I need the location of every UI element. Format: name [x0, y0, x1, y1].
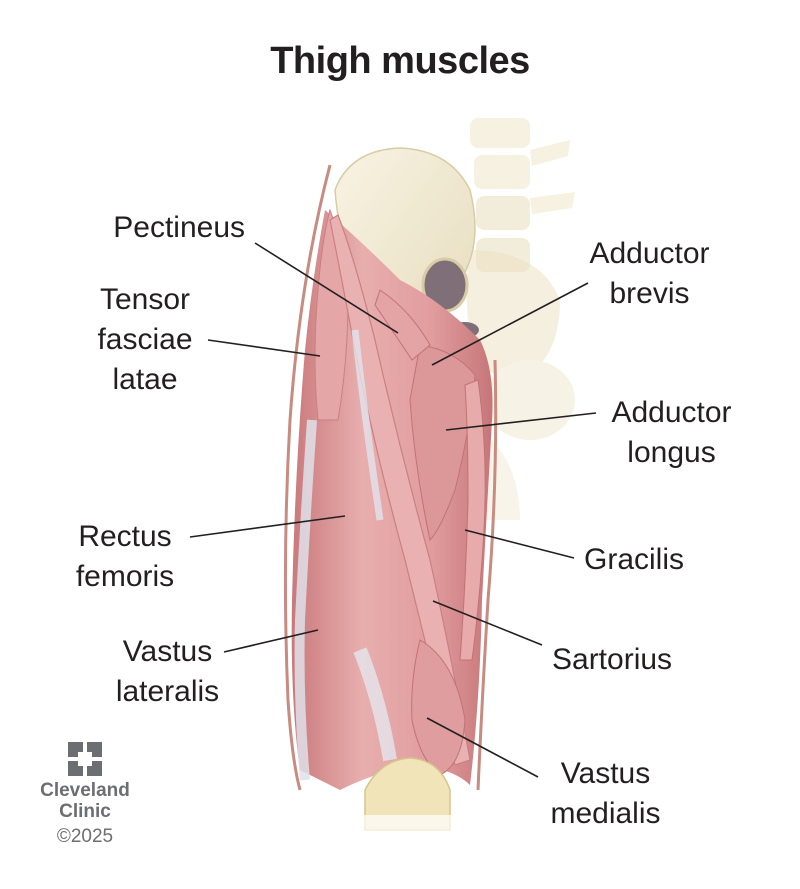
logo-line-1: Cleveland: [40, 780, 130, 801]
label-vastus-lateralis: Vastus lateralis: [115, 635, 220, 708]
adductor-brevis-leader: [431, 282, 589, 366]
adductor-longus-muscle: [409, 344, 476, 542]
sartorius-leader: [432, 600, 543, 646]
pectineus-leader: [254, 242, 399, 334]
skin-outline-left: [283, 164, 332, 791]
rectus-femoris-tendon: [351, 329, 384, 521]
label-rectus-femoris: Rectus femoris: [75, 520, 175, 593]
iliotibial-band: [294, 419, 317, 781]
page-title: Thigh muscles: [270, 40, 530, 82]
adductor-longus-leader: [445, 412, 597, 431]
cleveland-clinic-logo: Cleveland Clinic ©2025: [30, 742, 140, 848]
label-adductor-longus: Adductor longus: [611, 396, 732, 469]
leader-lines: [189, 242, 597, 778]
rectus-femoris-leader: [189, 515, 346, 538]
pectineus-muscle: [374, 289, 431, 361]
label-tensor-fasciae-latae: Tensor fasciae latae: [97, 283, 193, 396]
gracilis-muscle: [459, 379, 486, 661]
copyright: ©2025: [56, 826, 114, 847]
vastus-medialis-leader: [426, 717, 539, 778]
spine: [470, 118, 575, 272]
label-pectineus: Pectineus: [113, 211, 245, 244]
label-gracilis: Gracilis: [584, 543, 685, 576]
label-vastus-medialis: Vastus medialis: [550, 757, 661, 830]
gracilis-leader: [464, 529, 575, 559]
logo-line-2: Clinic: [59, 801, 111, 822]
sacrum: [466, 250, 575, 520]
patella: [364, 757, 451, 831]
cleveland-clinic-logo-icon: [68, 742, 102, 776]
label-sartorius: Sartorius: [552, 643, 673, 676]
label-adductor-brevis: Adductor brevis: [589, 237, 710, 310]
tensor-fasciae-latae-leader: [207, 339, 321, 357]
vastus-lateralis-leader: [223, 629, 319, 653]
skin-outline-right: [476, 359, 498, 791]
quadriceps-tendon: [353, 647, 397, 762]
